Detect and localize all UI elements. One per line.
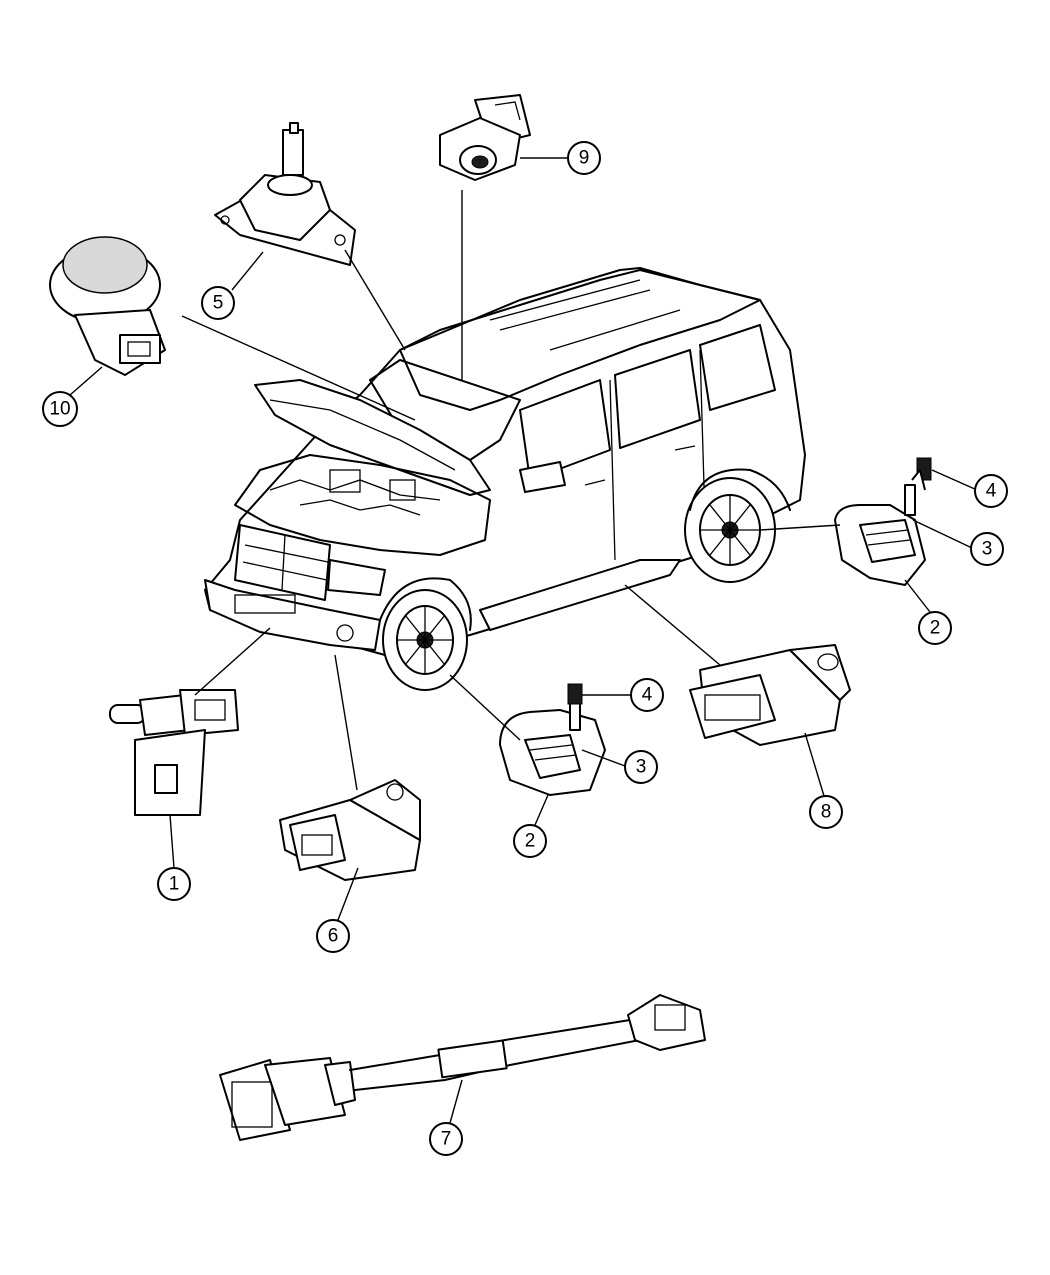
callout-label: 2 xyxy=(525,831,536,852)
callout-1: 1 xyxy=(157,867,191,901)
callout-9: 9 xyxy=(567,141,601,175)
callout-label: 4 xyxy=(986,481,997,502)
part-tpms-lower xyxy=(499,683,606,796)
callout-3-upper: 3 xyxy=(970,532,1004,566)
leader-lines xyxy=(69,157,978,1124)
callout-2-upper: 2 xyxy=(918,611,952,645)
part-10-round-switch xyxy=(49,236,166,376)
callout-4-lower: 4 xyxy=(630,678,664,712)
callout-6: 6 xyxy=(316,919,350,953)
part-tpms-upper xyxy=(834,457,932,586)
part-6-sensor-module xyxy=(279,779,421,881)
callout-label: 9 xyxy=(579,148,590,169)
part-5-sensor-mount xyxy=(214,122,356,266)
callout-label: 3 xyxy=(982,539,993,560)
callout-label: 8 xyxy=(821,802,832,823)
callout-label: 6 xyxy=(328,926,339,947)
callout-label: 5 xyxy=(213,293,224,314)
callout-3-lower: 3 xyxy=(624,750,658,784)
callout-4-upper: 4 xyxy=(974,474,1008,508)
callout-label: 7 xyxy=(441,1129,452,1150)
part-9-rear-camera xyxy=(439,94,531,181)
callout-label: 3 xyxy=(636,757,647,778)
part-1-sensor xyxy=(109,689,239,816)
callout-label: 2 xyxy=(930,618,941,639)
callout-8: 8 xyxy=(809,795,843,829)
callout-2-lower: 2 xyxy=(513,824,547,858)
callout-7: 7 xyxy=(429,1122,463,1156)
part-8-sensor-module xyxy=(689,644,851,746)
callout-label: 1 xyxy=(169,874,180,895)
callout-10: 10 xyxy=(42,391,78,427)
callout-label: 4 xyxy=(642,685,653,706)
callout-5: 5 xyxy=(201,286,235,320)
callout-label: 10 xyxy=(49,399,70,420)
vehicle-illustration xyxy=(204,267,806,691)
part-7-cable-sensor xyxy=(219,994,706,1141)
